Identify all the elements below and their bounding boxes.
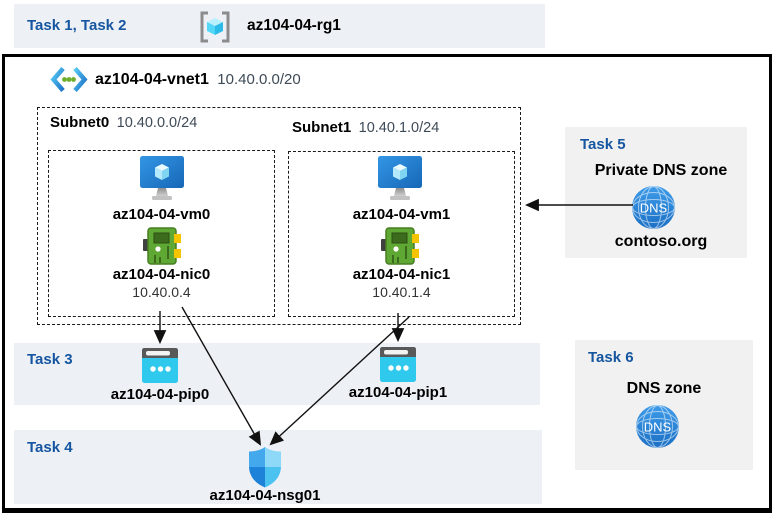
pip1-name: az104-04-pip1 — [348, 384, 448, 401]
private-dns-zone-title: Private DNS zone — [594, 162, 728, 179]
vm0-name: az104-04-vm0 — [112, 206, 211, 223]
nsg-icon — [247, 446, 283, 488]
vnet-title: az104-04-vnet1 10.40.0.0/20 — [95, 71, 301, 89]
resource-group-bar: Task 1, Task 2 az104-04-rg1 — [14, 4, 545, 48]
task6-box: Task 6 DNS zone DNS — [575, 340, 753, 470]
pip0-icon — [142, 348, 178, 383]
vnet-cidr: 10.40.0.0/20 — [217, 71, 301, 88]
nsg-name: az104-04-nsg01 — [209, 487, 321, 504]
nic0-icon — [143, 227, 181, 265]
vm1-name: az104-04-vm1 — [352, 206, 451, 223]
subnet1-name: Subnet1 — [292, 119, 352, 136]
task5-box: Task 5 Private DNS zone DNS contoso. — [565, 127, 747, 258]
resource-group-icon — [198, 11, 232, 43]
task3-label: Task 3 — [27, 351, 73, 368]
nic1-icon — [381, 227, 419, 265]
task6-label: Task 6 — [588, 349, 634, 366]
resource-group-name: az104-04-rg1 — [247, 17, 341, 34]
vm0-icon — [140, 156, 184, 203]
nic0-name: az104-04-nic0 — [112, 266, 211, 283]
dns-zone-title: DNS zone — [626, 380, 702, 397]
nic1-name: az104-04-nic1 — [352, 266, 451, 283]
pip0-name: az104-04-pip0 — [110, 386, 210, 403]
private-dns-icon-text: DNS — [640, 201, 668, 216]
vnet-name: az104-04-vnet1 — [95, 71, 209, 88]
task-1-2-label: Task 1, Task 2 — [27, 17, 127, 34]
vm1-icon — [378, 156, 422, 203]
nic0-ip: 10.40.0.4 — [132, 284, 191, 300]
private-dns-zone-name: contoso.org — [614, 233, 708, 250]
subnet0-name: Subnet0 — [50, 114, 110, 131]
subnet1-title: Subnet1 10.40.1.0/24 — [292, 119, 439, 137]
task4-label: Task 4 — [27, 439, 73, 456]
task5-label: Task 5 — [580, 136, 626, 153]
dns-zone-icon: DNS — [635, 404, 680, 449]
subnet1-cidr: 10.40.1.0/24 — [358, 120, 440, 136]
dns-zone-icon-text: DNS — [644, 420, 672, 435]
virtual-network-icon — [50, 66, 88, 93]
private-dns-icon: DNS — [631, 185, 676, 230]
subnet0-title: Subnet0 10.40.0.0/24 — [50, 114, 197, 132]
nic1-ip: 10.40.1.4 — [372, 284, 431, 300]
subnet0-box — [48, 150, 275, 317]
pip1-icon — [380, 347, 416, 382]
subnet0-cidr: 10.40.0.0/24 — [116, 115, 198, 131]
